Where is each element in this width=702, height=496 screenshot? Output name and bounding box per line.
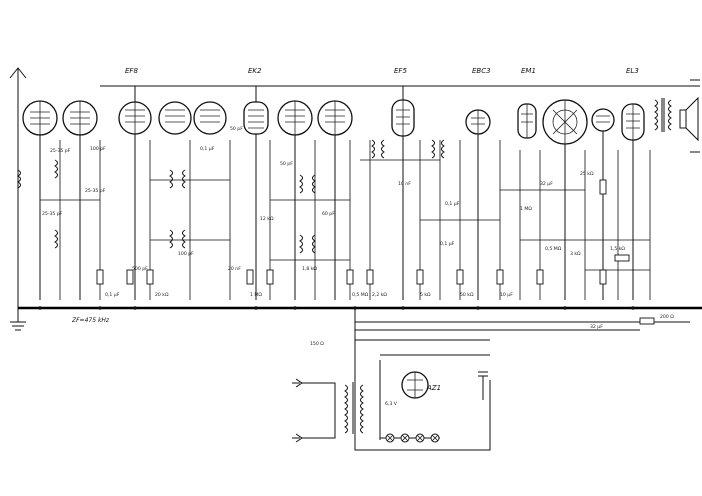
tube-az1: AZ1: [401, 371, 441, 399]
tube-label-ef5: EF5: [394, 67, 407, 75]
component-value: 100 pF: [90, 146, 106, 152]
filter-capacitor: [478, 371, 488, 400]
loudspeaker: [679, 79, 700, 153]
if-transformer-2: [169, 169, 186, 249]
component-value: 2,2 kΩ: [372, 292, 387, 298]
component-value: 3 kΩ: [570, 251, 581, 257]
component-value: 50 pF: [230, 126, 243, 132]
tube-label-ek2: EK2: [248, 67, 262, 75]
tube-label-az1: AZ1: [426, 384, 441, 392]
tube-ek2: EK2: [243, 67, 269, 300]
component-value: 25-35 pF: [85, 188, 106, 194]
dial-lamps: [380, 433, 440, 443]
tube-ef8: EF8: [118, 67, 152, 300]
input-coil: [17, 169, 21, 189]
component-value: 6,3 V: [385, 401, 398, 407]
tube-em1-triode: EM1: [517, 67, 537, 139]
component-value: 5 kΩ: [420, 292, 431, 298]
component-value: 0,5 MΩ: [545, 246, 562, 252]
tube-rf-a: [22, 100, 58, 300]
component-value: 25-35 pF: [50, 148, 71, 154]
component-value: 50 kΩ: [460, 292, 474, 298]
tube-ek2-b: [277, 100, 313, 300]
tube-ek2-c: [317, 100, 353, 300]
component-value: 20 kΩ: [155, 292, 169, 298]
component-value: 1 MΩ: [520, 206, 532, 212]
component-value: 0,1 µF: [105, 292, 120, 298]
component-value: 12 kΩ: [260, 216, 274, 222]
power-supply-wiring: [354, 308, 491, 451]
component-value: 0,1 µF: [445, 201, 460, 207]
tube-ebc3: EBC3: [465, 67, 491, 300]
component-value: 60 pF: [322, 211, 335, 217]
component-value: 25 kΩ: [580, 171, 594, 177]
component-value: 10 µF: [500, 292, 513, 298]
component-value: 1,8 kΩ: [302, 266, 317, 272]
output-transformer: [654, 98, 672, 132]
component-value: 32 µF: [540, 181, 553, 187]
component-value: 10 nF: [398, 181, 411, 187]
component-value: 150 Ω: [310, 341, 324, 347]
if-section-wiring: [40, 140, 651, 300]
tube-label-el3: EL3: [626, 67, 639, 75]
tube-label-ef8: EF8: [125, 67, 138, 75]
tube-vfo-b: [193, 101, 227, 135]
component-value: 100 pF: [178, 251, 194, 257]
power-plug: [292, 378, 336, 443]
component-value: 32 µF: [590, 324, 603, 330]
tube-label-ebc3: EBC3: [472, 67, 491, 75]
component-value: 0,1 µF: [200, 146, 215, 152]
component-value: 1,5 kΩ: [610, 246, 625, 252]
component-value: 200 Ω: [660, 314, 674, 320]
if-transformer-3: [299, 174, 316, 254]
tube-el3: EL3: [621, 67, 645, 300]
earth-symbol: [10, 310, 26, 331]
mains-transformer: [344, 382, 364, 434]
component-value: 0,5 MΩ: [352, 292, 369, 298]
component-value: 1 MΩ: [250, 292, 262, 298]
component-value: 25-35 pF: [42, 211, 63, 217]
tube-rf-b: [62, 100, 98, 300]
if-transformer-1: [54, 159, 58, 249]
if-frequency-label: ZF=475 kHz: [71, 317, 110, 324]
tube-label-em1: EM1: [521, 67, 536, 75]
tube-em1-indicator: [542, 99, 588, 300]
component-value: 20 nF: [228, 266, 241, 272]
component-value: 0,1 µF: [440, 241, 455, 247]
resistor-array: [96, 179, 655, 325]
antenna-symbol: [9, 67, 27, 310]
tube-vfo-a: [158, 101, 192, 135]
junction-dots: [38, 306, 635, 310]
component-value: 500 pF: [132, 266, 148, 272]
component-value: 50 pF: [280, 161, 293, 167]
tube-ef5: EF5: [391, 67, 415, 300]
if-transformer-4: [371, 139, 445, 159]
